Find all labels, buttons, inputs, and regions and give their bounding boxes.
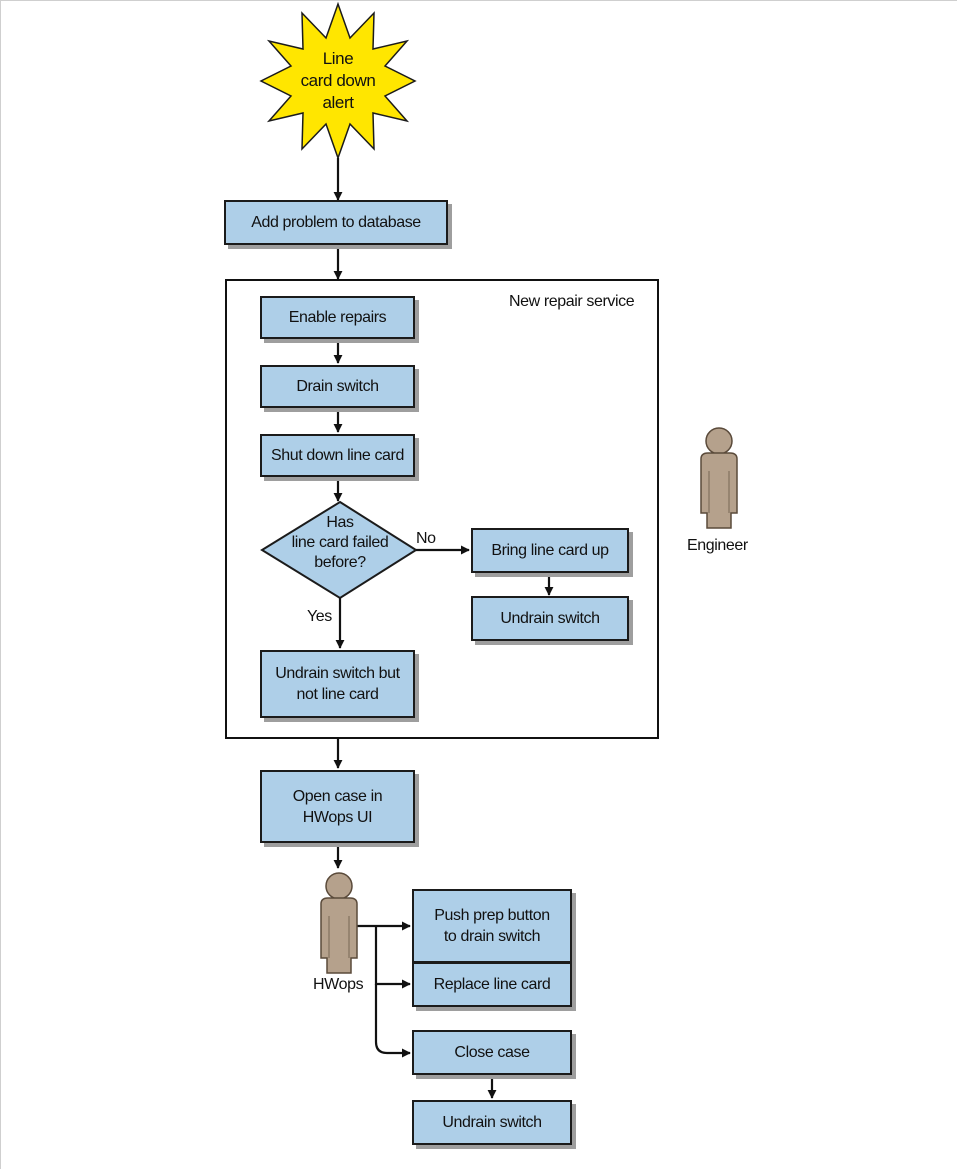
undrain-but-not-box: Undrain switch but not line card (260, 650, 415, 718)
open-case-label: Open case in HWops UI (292, 787, 383, 826)
edge-hwops-to-close (374, 984, 411, 1058)
push-prep-box: Push prep button to drain switch (412, 889, 572, 963)
hwops-icon (320, 872, 358, 974)
close-case-box: Close case (412, 1030, 572, 1075)
enable-repairs-box: Enable repairs (260, 296, 415, 339)
replace-line-card-box: Replace line card (412, 962, 572, 1007)
drain-switch-box: Drain switch (260, 365, 415, 408)
open-case-box: Open case in HWops UI (260, 770, 415, 843)
yes-label: Yes (307, 608, 332, 625)
replace-line-card-label: Replace line card (433, 976, 551, 993)
bring-up-box: Bring line card up (471, 528, 629, 573)
undrain-but-not-label: Undrain switch but not line card (275, 665, 400, 703)
close-case-label: Close case (454, 1044, 530, 1061)
decision-label: Has line card failed before? (291, 514, 389, 571)
no-label: No (416, 530, 436, 547)
drain-switch-label: Drain switch (296, 378, 379, 395)
repair-service-label: New repair service (509, 293, 635, 310)
edge-hwops-to-replace (374, 926, 411, 989)
bring-up-label: Bring line card up (491, 542, 609, 559)
push-prep-label: Push prep button to drain switch (434, 907, 550, 945)
hwops-label: HWops (313, 976, 364, 993)
add-problem-label: Add problem to database (251, 214, 421, 231)
undrain-switch-label-b: Undrain switch (442, 1114, 542, 1131)
undrain-switch-box-b: Undrain switch (412, 1100, 572, 1145)
add-problem-box: Add problem to database (224, 200, 448, 245)
alert-label: Line card down alert (300, 49, 376, 112)
repair-service-group (225, 279, 659, 739)
shut-down-label: Shut down line card (271, 447, 404, 464)
shut-down-box: Shut down line card (260, 434, 415, 477)
engineer-label: Engineer (687, 537, 748, 554)
undrain-switch-label-a: Undrain switch (500, 610, 600, 627)
engineer-icon (700, 427, 738, 529)
undrain-switch-box-a: Undrain switch (471, 596, 629, 641)
enable-repairs-label: Enable repairs (288, 309, 387, 326)
